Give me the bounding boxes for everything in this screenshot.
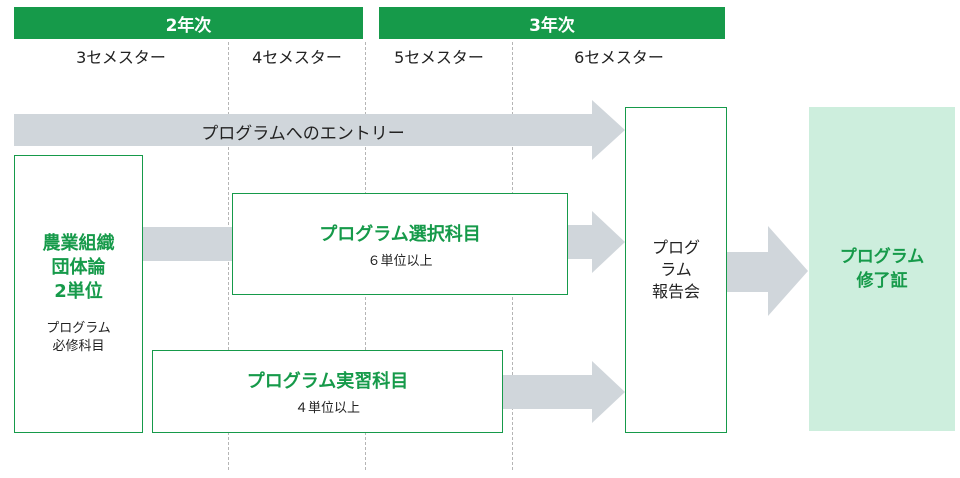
required-sub-line-2: 必修科目 xyxy=(52,339,105,354)
elective-title: プログラム選択科目 xyxy=(319,223,481,245)
entry-arrow xyxy=(14,100,625,160)
report-to-certificate-arrow xyxy=(727,226,808,316)
elective-arrow xyxy=(568,211,625,273)
year-3-label: 3年次 xyxy=(529,15,575,36)
required-title-line-3: 2単位 xyxy=(54,281,103,302)
program-report-box: プログ ラム 報告会 xyxy=(625,107,727,433)
year-3-header: 3年次 xyxy=(379,7,725,39)
elective-units: ６単位以上 xyxy=(367,253,433,269)
entry-arrow-label: プログラムへのエントリー xyxy=(201,124,405,144)
practicum-title: プログラム実習科目 xyxy=(246,371,409,392)
practicum-course-box: プログラム実習科目 ４単位以上 xyxy=(152,350,503,433)
semester-4-label: 4セメスター xyxy=(252,48,342,67)
semester-6-label: 6セメスター xyxy=(574,48,664,67)
report-line-2: ラム xyxy=(660,260,692,279)
practicum-arrow xyxy=(503,361,625,423)
report-line-1: プログ xyxy=(651,238,700,257)
report-line-3: 報告会 xyxy=(651,282,700,301)
semester-5-label: 5セメスター xyxy=(394,48,484,67)
completion-certificate-box: プログラム 修了証 xyxy=(809,107,955,431)
required-sub-line-1: プログラム xyxy=(46,321,111,336)
elective-course-box: プログラム選択科目 ６単位以上 xyxy=(232,193,568,295)
required-to-elective-connector xyxy=(143,227,232,261)
required-title-line-2: 団体論 xyxy=(51,257,106,278)
year-2-label: 2年次 xyxy=(165,15,212,36)
practicum-units: ４単位以上 xyxy=(294,401,360,416)
certificate-line-1: プログラム xyxy=(839,247,925,267)
required-course-box: 農業組織 団体論 2単位 プログラム 必修科目 xyxy=(14,155,143,433)
semester-3-label: 3セメスター xyxy=(76,48,166,67)
required-title-line-1: 農業組織 xyxy=(42,233,115,254)
certificate-line-2: 修了証 xyxy=(856,271,908,291)
year-2-header: 2年次 xyxy=(14,7,363,39)
